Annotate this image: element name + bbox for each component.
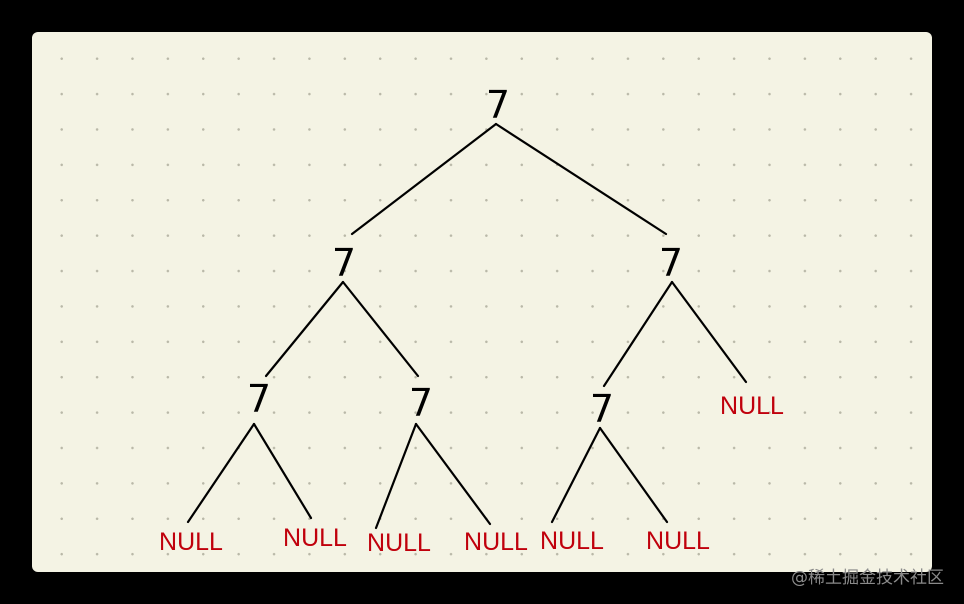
- null-leaf-1: NULL: [159, 528, 223, 556]
- null-leaf-4: NULL: [464, 528, 528, 556]
- edge-rightleft-null-b: [598, 426, 669, 524]
- edge-root-left: [350, 122, 498, 236]
- node-left-right: 7: [409, 381, 433, 425]
- null-leaf-3: NULL: [367, 529, 431, 557]
- edge-leftright-null-a: [374, 422, 418, 530]
- edge-root-right: [494, 122, 668, 236]
- null-leaf-6: NULL: [646, 527, 710, 555]
- node-right: 7: [659, 241, 683, 285]
- edge-leftright-null-b: [414, 422, 492, 526]
- null-leaf-right: NULL: [720, 392, 784, 420]
- null-leaf-2: NULL: [283, 524, 347, 552]
- edge-rightleft-null-a: [550, 426, 602, 524]
- edge-right-null: [670, 280, 748, 384]
- edge-right-rightleft: [602, 280, 674, 388]
- node-root: 7: [486, 83, 510, 127]
- edge-leftleft-null-b: [252, 422, 313, 520]
- node-right-left: 7: [590, 387, 614, 431]
- null-leaf-5: NULL: [540, 527, 604, 555]
- node-left-left: 7: [247, 377, 271, 421]
- edge-leftleft-null-a: [186, 422, 256, 524]
- diagram-canvas: [32, 32, 932, 572]
- node-left: 7: [332, 241, 356, 285]
- edge-left-leftright: [341, 280, 420, 378]
- edge-left-leftleft: [264, 280, 345, 378]
- watermark-text: @稀土掘金技术社区: [791, 568, 944, 588]
